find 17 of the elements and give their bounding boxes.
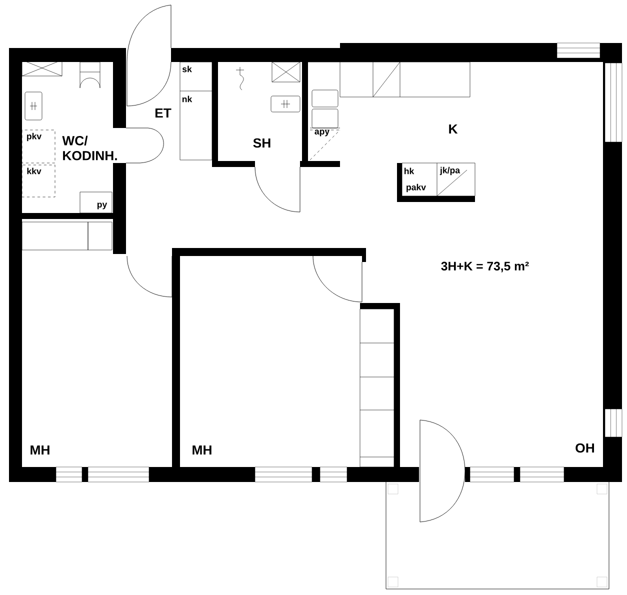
room-label: WC/ KODINH. [62,136,117,160]
room-fixture-label: pakv [406,184,426,192]
area-label: 3H+K = 73,5 m² [441,262,529,272]
room-fixture-label: sk [182,66,192,72]
room-label: K [449,124,458,134]
room-label: ET [155,108,172,118]
room-fixture-label: nk [182,96,192,102]
room-fixture-label: py [97,202,108,210]
room-label: MH [192,445,212,455]
room-fixture-label: kkv [27,168,42,174]
room-fixture-label: pkv [27,132,42,142]
room-fixture-label: hk [404,168,414,174]
room-fixture-label: apy [314,130,330,136]
room-label: OH [576,443,594,453]
room-fixture-label: jk/pa [440,166,460,176]
room-label: SH [253,138,270,148]
room-label: MH [30,445,50,455]
